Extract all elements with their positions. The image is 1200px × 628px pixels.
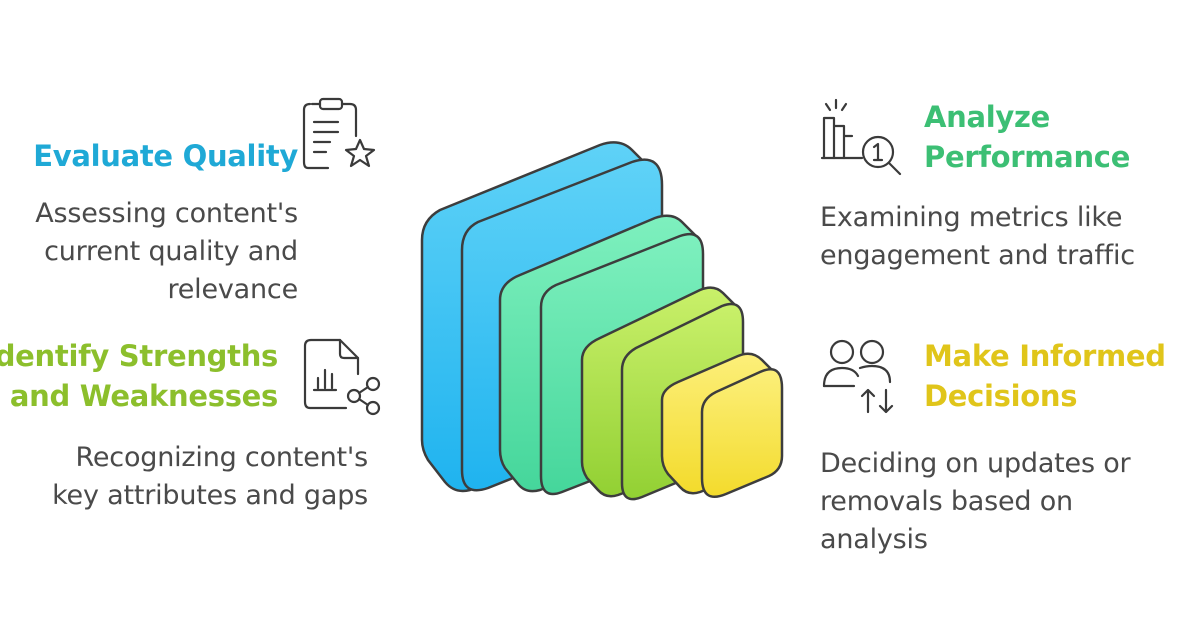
desc-line: Examining metrics like [820, 202, 1123, 233]
desc-line: Assessing content's [35, 198, 298, 229]
identify-strengths-description: Recognizing content's key attributes and… [52, 439, 368, 515]
yellow-block [660, 352, 784, 498]
desc-line: Recognizing content's [75, 442, 369, 473]
analyze-performance-description: Examining metrics like engagement and tr… [820, 199, 1135, 275]
evaluate-quality-title: Evaluate Quality [33, 139, 298, 173]
bar-chart-magnifier-icon [820, 98, 902, 176]
users-arrows-icon [822, 339, 894, 414]
desc-line: key attributes and gaps [52, 480, 368, 511]
evaluate-quality-section: Evaluate Quality [33, 136, 298, 176]
identify-title-line: and Weaknesses [9, 379, 278, 413]
desc-line: Deciding on updates or [820, 448, 1131, 479]
identify-strengths-section: Identify Strengths and Weaknesses [0, 336, 278, 416]
decide-title-line: Decisions [924, 379, 1078, 413]
analyze-title-line: Performance [924, 140, 1131, 174]
desc-line: engagement and traffic [820, 240, 1135, 271]
desc-line: relevance [167, 274, 298, 305]
document-chart-share-icon [303, 338, 381, 416]
desc-line: current quality and [44, 236, 298, 267]
make-decisions-description: Deciding on updates or removals based on… [820, 445, 1131, 559]
make-decisions-section: Make Informed Decisions [924, 336, 1166, 416]
evaluate-quality-description: Assessing content's current quality and … [35, 195, 298, 309]
analyze-title-line: Analyze [924, 100, 1050, 134]
clipboard-star-icon [302, 97, 376, 170]
desc-line: removals based on [820, 486, 1073, 517]
desc-line: analysis [820, 524, 928, 555]
decide-title-line: Make Informed [924, 339, 1166, 373]
identify-title-line: Identify Strengths [0, 339, 278, 373]
analyze-performance-section: Analyze Performance [924, 97, 1130, 177]
